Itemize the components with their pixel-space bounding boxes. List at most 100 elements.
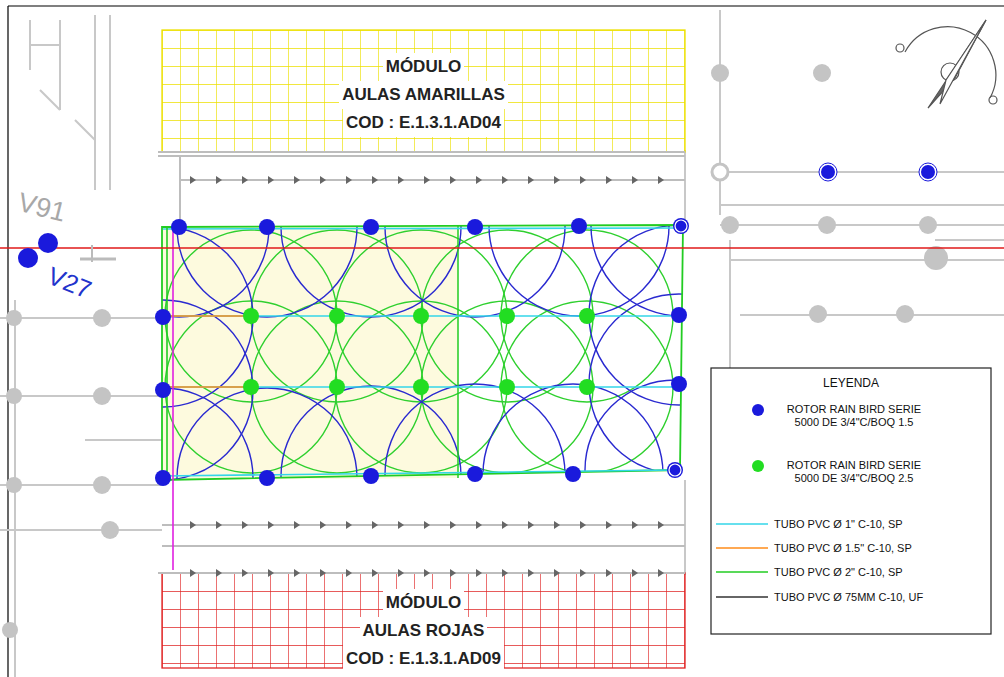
plan-line	[179, 156, 181, 225]
plan-circle	[819, 163, 837, 181]
plan-circle	[93, 476, 111, 494]
walkway-arrow	[606, 521, 612, 529]
walkway-arrow	[346, 521, 352, 529]
plan-circle	[896, 305, 914, 323]
module-text: AULAS ROJAS	[360, 617, 488, 645]
plan-circle	[93, 309, 111, 327]
walkway-arrow	[502, 521, 508, 529]
walkway-arrow	[398, 521, 404, 529]
frame-line	[8, 5, 1004, 6]
plan-circle	[6, 477, 22, 493]
legend-swatch	[752, 460, 764, 472]
walkway-arrow	[190, 521, 196, 529]
spray-coverage	[73, 136, 771, 568]
walkway-arrow	[658, 569, 664, 577]
legend-text: TUBO PVC Ø 2" C-10, SP	[774, 566, 903, 579]
plan-circle	[924, 246, 948, 270]
walkway-arrow	[476, 521, 482, 529]
site-context	[0, 10, 1004, 677]
plan-line	[162, 545, 685, 547]
walkway-arrow	[502, 176, 508, 184]
walkway-arrow	[320, 569, 326, 577]
walkway-arrow	[580, 569, 586, 577]
walkway-arrow	[398, 176, 404, 184]
plan-circle	[820, 164, 836, 180]
plan-circle	[93, 387, 111, 405]
plan-circle	[6, 310, 22, 326]
legend-swatch	[752, 404, 764, 416]
frame-line	[7, 6, 8, 677]
legend-title: LEYENDA	[823, 376, 879, 390]
legend-text: ROTOR RAIN BIRD SERIE 5000 DE 3/4"C/BOQ …	[774, 403, 934, 429]
walkway-arrow	[372, 176, 378, 184]
rotor-blue	[155, 309, 171, 325]
lawn-shaded	[162, 226, 458, 480]
rotors	[155, 218, 689, 486]
plan-circle	[712, 164, 728, 180]
walkway-arrow	[528, 521, 534, 529]
rotor-green	[579, 308, 595, 324]
plan-path	[684, 150, 686, 575]
valve-mark	[80, 258, 116, 261]
walkway-arrow	[554, 521, 560, 529]
walkway-arrow	[554, 176, 560, 184]
walkway-arrow	[528, 569, 534, 577]
walkway-lines	[158, 152, 685, 573]
rotor-blue	[363, 219, 379, 235]
plan-line	[163, 315, 251, 317]
walkway-arrow	[606, 569, 612, 577]
plan-circle	[101, 521, 119, 539]
rotor-blue	[259, 219, 275, 235]
rotor-green	[413, 308, 429, 324]
walkway-arrow	[424, 176, 430, 184]
walkway-arrow	[190, 569, 196, 577]
rotor-green	[413, 379, 429, 395]
valve-dot	[18, 248, 38, 268]
plan-path	[905, 27, 996, 98]
north-arrow	[896, 20, 997, 108]
rotor-green	[243, 379, 259, 395]
walkway-arrow	[580, 521, 586, 529]
walkway-arrow	[450, 176, 456, 184]
plan-line	[158, 155, 685, 157]
rotor-green	[329, 308, 345, 324]
rotor-blue	[363, 468, 379, 484]
blue-throw	[385, 384, 565, 564]
valve-dot	[38, 233, 58, 253]
plan-line	[163, 470, 675, 476]
rotor-green	[499, 308, 515, 324]
blue-throw	[73, 227, 253, 407]
plan-line	[716, 571, 768, 573]
walkway-arrow	[372, 569, 378, 577]
plan-circle	[2, 622, 18, 638]
module-text: AULAS AMARILLAS	[339, 81, 508, 109]
walkway-arrow	[476, 176, 482, 184]
walkway-arrow	[398, 569, 404, 577]
module-text: MÓDULO	[383, 589, 465, 617]
walkway-arrow	[216, 521, 222, 529]
blue-throw	[73, 300, 253, 480]
rotor-blue	[565, 466, 581, 482]
plan-circle	[721, 216, 739, 234]
pipes	[163, 225, 681, 570]
main-line	[0, 247, 1004, 249]
rotor-blue	[171, 219, 187, 235]
zone-divider	[457, 226, 459, 478]
plan-line	[716, 523, 768, 525]
rotor-blue	[673, 218, 689, 234]
walkway-arrow	[632, 176, 638, 184]
walkway-arrow	[450, 521, 456, 529]
plan-line	[158, 151, 685, 153]
walkway-arrow	[424, 569, 430, 577]
plan-circle	[813, 64, 831, 82]
walkway-arrow	[294, 569, 300, 577]
walkway-arrow	[216, 176, 222, 184]
walkway-arrow	[528, 176, 534, 184]
legend-text: ROTOR RAIN BIRD SERIE 5000 DE 3/4"C/BOQ …	[774, 459, 934, 485]
walkway-arrow	[346, 569, 352, 577]
plan-circle	[896, 44, 904, 52]
walkway-arrow	[216, 569, 222, 577]
walkway-arrow	[294, 521, 300, 529]
red-module: MÓDULOAULAS ROJASCOD : E.1.3.1.AD09	[162, 573, 685, 677]
rotor-ring	[675, 220, 687, 232]
